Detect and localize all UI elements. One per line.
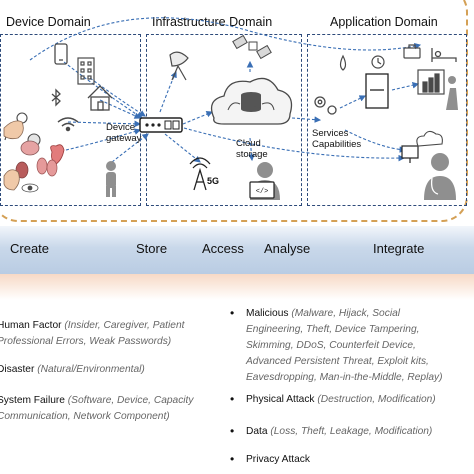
arrow-wifi-gateway [67,120,142,128]
threat-disaster-detail: (Natural/Environmental) [37,364,145,375]
bullet-physical-attack: • [230,392,235,406]
gear-cluster-icon [314,96,337,115]
doctor-icon [424,153,456,200]
house-icon [87,85,113,111]
device-domain-title: Device Domain [6,15,91,29]
threat-system-failure-name: System Failure [0,395,65,406]
device-gateway-label: Device gateway [106,122,141,144]
arrow-cloud-developer [248,137,255,162]
cloud-storage-label-text: Cloud storage [236,138,268,160]
threat-disaster: Disaster (Natural/Environmental) [0,362,225,378]
presentation-chart-icon [417,69,458,110]
satellite-icon [232,34,272,60]
device-gateway-icon [139,117,183,133]
threat-human-factor: Human Factor (Insider, Caregiver, Patien… [0,318,225,350]
arrow-gateway-cloud [182,111,214,125]
arrow-server-chart [391,82,420,91]
threat-physical-attack-name: Physical Attack [246,394,315,405]
cloud-small-icon [416,130,443,147]
patient-person-icon [106,161,116,197]
water-drop-icon [339,54,347,71]
services-capabilities-label: Services Capabilities [312,128,361,150]
threat-privacy-attack: Privacy Attack [246,452,474,468]
arrow-house-gateway [99,99,142,119]
antenna-dish-icon [169,51,189,81]
threat-malicious-name: Malicious [246,308,289,319]
cell-tower-5g-icon [189,157,211,191]
threat-malicious: Malicious (Malware, Hijack, Social Engin… [246,306,474,386]
bullet-privacy-attack: • [230,452,235,466]
building-icon [77,57,95,85]
threat-malicious-detail: (Malware, Hijack, Social Engineering, Th… [246,308,443,383]
arrow-cloud-services [291,116,322,123]
arrow-person-gateway [111,133,149,163]
developer-laptop-icon: </> [249,162,280,200]
stage-integrate: Integrate [373,241,425,256]
stage-create: Create [10,241,50,256]
bullet-malicious: • [230,306,235,320]
services-capabilities-label-text: Services Capabilities [312,128,362,150]
monitor-desktop-icon [401,145,419,163]
threat-privacy-attack-name: Privacy Attack [246,454,310,465]
arrow-phone-gateway [63,61,143,119]
stage-store: Store [136,241,168,256]
arrow-services-doctor [344,129,407,153]
fiveg-label: 5G [207,176,220,186]
arrow-services-server [339,95,366,109]
svg-text:</>: </> [256,188,269,196]
phone-icon [54,43,68,65]
application-domain-title: Application Domain [330,15,438,29]
application-domain-box [307,34,467,206]
threat-physical-attack: Physical Attack (Destruction, Modificati… [246,392,474,408]
arrow-gateway-antenna [159,71,177,113]
arm-muscle-icon [3,120,24,140]
threat-human-factor-detail: (Insider, Caregiver, Patient Professiona… [0,320,185,347]
bluetooth-icon [51,88,61,107]
threat-human-factor-name: Human Factor [0,320,62,331]
threat-disaster-name: Disaster [0,364,35,375]
arrow-heart-gateway [65,128,142,151]
threat-data: Data (Loss, Theft, Leakage, Modification… [246,424,474,440]
threat-system-failure: System Failure (Software, Device, Capaci… [0,393,225,425]
threat-system-failure-detail: (Software, Device, Capacity Communicatio… [0,395,194,422]
threat-physical-attack-detail: (Destruction, Modification) [317,394,436,405]
cloud-storage-label: Cloud storage [236,138,268,160]
threat-data-detail: (Loss, Theft, Leakage, Modification) [270,426,433,437]
eye-icon [21,183,39,193]
arrow-gateway-doctor-long [183,127,406,162]
arrow-loop-top [29,17,422,61]
threat-data-name: Data [246,426,268,437]
cloud-storage-icon [210,77,293,125]
lungs-icon [36,157,58,177]
stage-access: Access [202,241,244,256]
wifi-signal-icon [57,117,79,132]
server-rack-icon [365,73,389,109]
hand-icon [3,169,20,191]
brain-icon [20,140,40,156]
arrow-gateway-5g [164,133,201,163]
clock-icon [371,55,385,69]
bullet-data: • [230,424,235,438]
data-lifecycle-band [0,226,474,274]
toolbox-icon [403,44,421,59]
device-gateway-label-text: Device gateway [106,122,142,144]
threat-fade-band [0,274,474,300]
stage-analyse: Analyse [264,241,311,256]
hospital-bed-icon [431,48,457,62]
